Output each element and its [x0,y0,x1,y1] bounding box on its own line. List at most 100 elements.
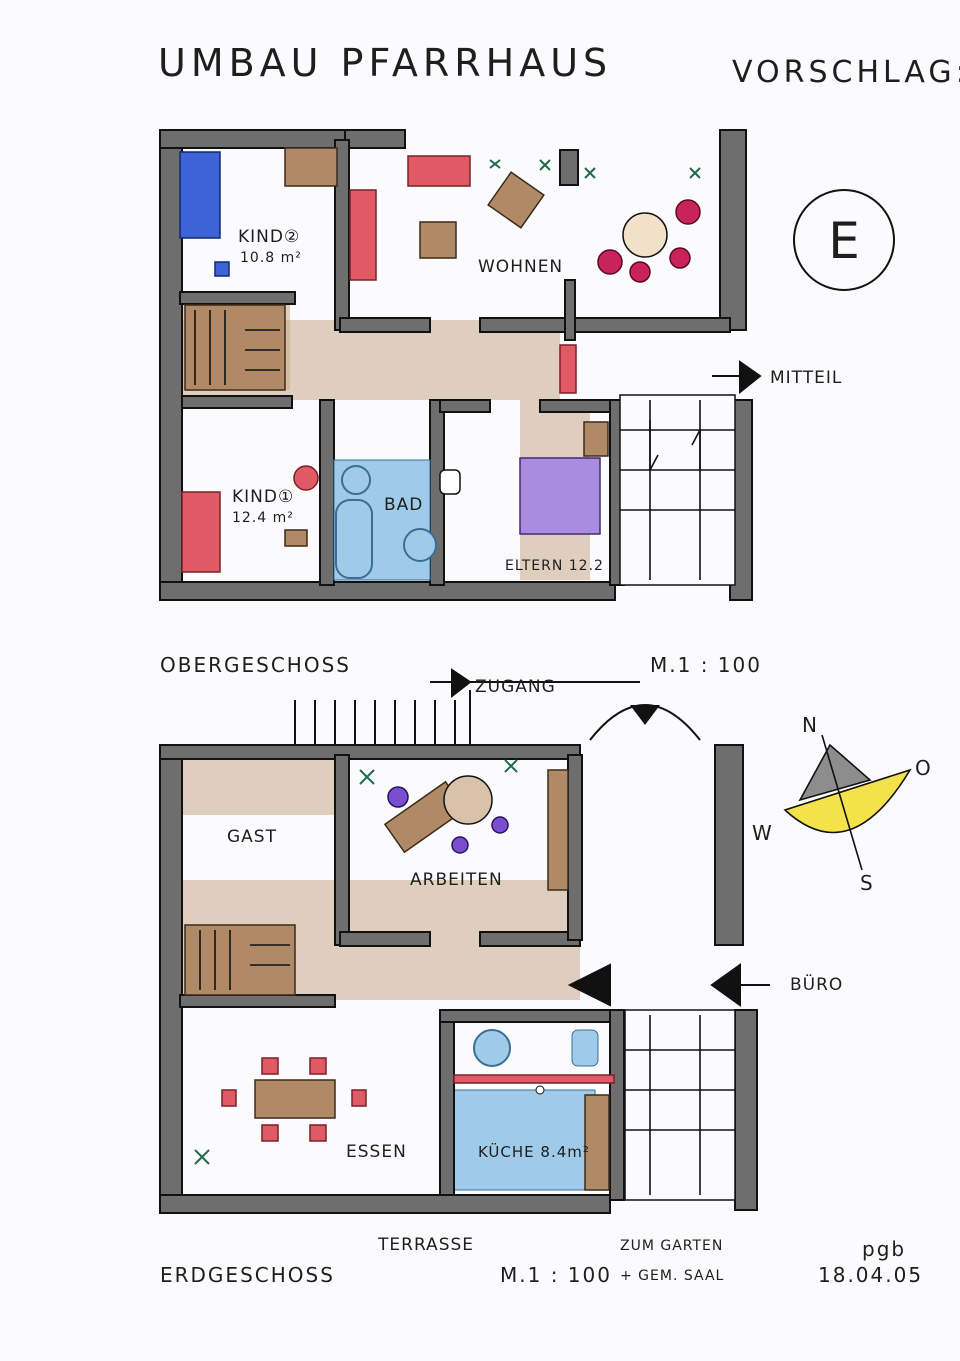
room-guest-label: GAST [227,827,277,847]
toilet [439,469,461,495]
living-side-table [419,221,457,259]
variant-badge [793,189,895,291]
wall-child1-north [181,395,293,409]
sheet-title: UMBAU PFARRHAUS [158,41,612,85]
variant-letter: E [828,212,860,270]
upper-wall-dormer [559,149,579,186]
room-child2-label: KIND② [238,227,300,247]
guest-floor-top [180,755,340,815]
room-kitchen-label: KÜCHE 8.4m² [478,1142,590,1161]
upper-stair-west [184,304,286,391]
upper-wall-south [159,581,616,601]
hob-ring [535,1085,545,1095]
dining-plant [194,1149,210,1165]
compass-axis [821,734,863,871]
section-marker-upper [712,360,762,395]
variant-label: VORSCHLAG: [732,55,960,90]
ground-wall-east-stair [734,1009,758,1211]
wall-living-south-2 [479,317,731,333]
kitchen-accent [453,1074,615,1084]
garden-note-2: + GEM. SAAL [620,1268,724,1284]
compass-west: W [752,821,774,845]
dining-table [254,1079,336,1119]
ground-wall-west [159,744,183,1214]
wall-child1-bath [319,399,335,586]
compass-east: O [915,756,933,780]
dining-chair-5 [221,1089,237,1107]
upper-floor-title: OBERGESCHOSS [160,653,351,677]
wc-toilet [571,1029,599,1067]
upper-wall-north-1 [159,129,351,149]
ground-stair-west [184,924,296,996]
bath-sink [341,465,371,495]
compass-north: N [802,713,819,737]
garden-note-1: ZUM GARTEN [620,1238,723,1254]
compass-needle [798,743,872,802]
upper-wall-north-2 [344,129,406,149]
ground-wall-north [159,744,581,760]
child1-desk [284,529,308,547]
work-round-table [443,775,493,825]
room-child1-area: 12.4 m² [232,510,294,526]
living-plants [489,159,701,179]
section-marker-ground-2 [710,963,770,1007]
wall-work-south-1 [339,931,431,947]
ground-floor-title: ERDGESCHOSS [160,1263,335,1287]
living-round-table [622,212,668,258]
child2-toy [214,261,230,277]
room-parents-label: ELTERN 12.2 [505,558,604,574]
living-chair-4 [669,247,691,269]
sun-path [783,768,912,834]
parents-wardrobe [583,421,609,457]
upper-floor-scale: M.1 : 100 [650,653,762,677]
wall-child2-south [179,291,296,305]
ground-stair-east [624,1009,736,1201]
compass-south: S [860,871,875,895]
entrance-fence [294,690,471,745]
wall-guest-work [334,754,350,946]
room-living-label: WOHNEN [478,257,563,277]
room-child2-area: 10.8 m² [240,250,302,266]
room-child1-label: KIND① [232,487,294,507]
child1-chair [293,465,319,491]
wc-sink [473,1029,511,1067]
hall-accent-panel [559,344,577,394]
upper-stair-east [619,394,736,586]
dining-chair-2 [309,1057,327,1075]
wall-hall-stub [564,279,576,341]
living-chair-2 [597,249,623,275]
work-chair-2 [491,816,509,834]
entrance-marker [630,705,660,725]
compass-rose [783,734,912,871]
living-chair-3 [629,261,651,283]
living-table [487,171,545,229]
access-arrow [430,668,640,699]
bath-shower [403,528,437,562]
upper-floor-plan [159,129,762,601]
child2-bed [179,151,221,239]
section-label-middle: MITTEIL [770,368,842,388]
wall-wc-north [439,1009,621,1023]
room-work-label: ARBEITEN [410,870,503,890]
section-marker-ground-1 [567,963,611,1007]
bathtub [335,499,373,579]
kitchen-tiles [444,1089,596,1191]
work-chair-3 [451,836,469,854]
living-chair-1 [675,199,701,225]
dining-chair-4 [309,1124,327,1142]
room-dining-label: ESSEN [346,1142,407,1162]
ground-wall-east [714,744,744,946]
dining-chair-1 [261,1057,279,1075]
child1-bed [181,491,221,573]
kitchen-counter [584,1094,610,1191]
work-plants [359,759,518,785]
wall-bath-north [439,399,491,413]
upper-wall-west [159,129,183,601]
work-shelf [547,769,569,891]
signature-date: 18.04.05 [818,1263,923,1287]
dining-chair-6 [351,1089,367,1107]
work-chair-1 [387,786,409,808]
wall-parents-north [539,399,621,413]
ground-floor-plan [159,668,770,1214]
wall-work-south-2 [479,931,581,947]
